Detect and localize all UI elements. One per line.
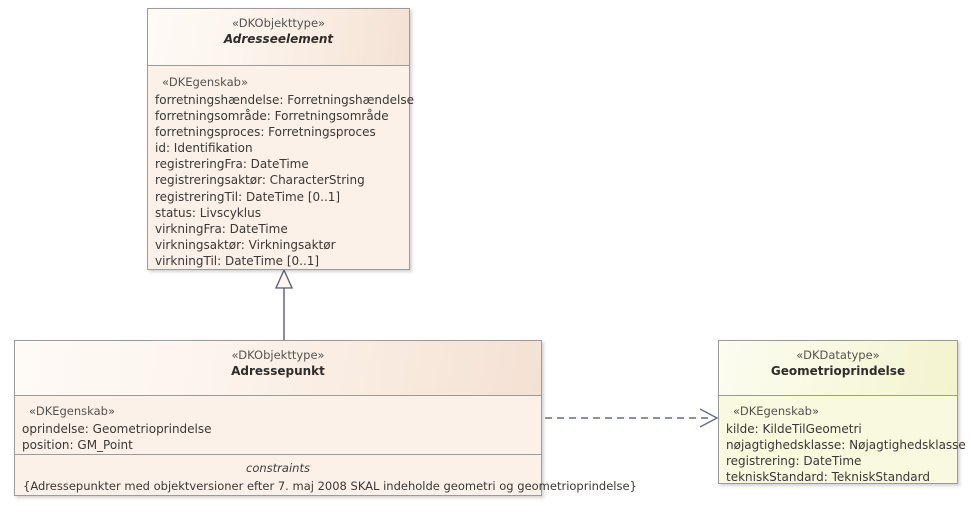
attribute-row[interactable]: virkningFra: DateTime (155, 221, 288, 236)
attributes-stereotype: «DKEgenskab» (29, 404, 115, 418)
attribute-row[interactable]: tekniskStandard: TekniskStandard (726, 470, 930, 485)
class-stereotype: «DKObjekttype» (231, 348, 325, 362)
generalization-connector[interactable] (274, 268, 294, 340)
attribute-row[interactable]: forretningshændelse: Forretningshændelse (155, 93, 414, 107)
class-header-adressepunkt: «DKObjekttype» Adressepunkt (15, 341, 541, 396)
class-header-adresseelement: «DKObjekttype» Adresseelement (148, 9, 409, 66)
class-stereotype: «DKDatatype» (796, 348, 880, 362)
attribute-row[interactable]: kilde: KildeTilGeometri (726, 422, 862, 436)
uml-class-adressepunkt[interactable]: «DKObjekttype» Adressepunkt «DKEgenskab»… (14, 340, 637, 496)
attribute-row[interactable]: virkningsaktør: Virkningsaktør (155, 237, 336, 252)
attribute-row[interactable]: forretningsområde: Forretningsområde (155, 109, 389, 124)
attribute-row[interactable]: nøjagtighedsklasse: Nøjagtighedsklasse (726, 438, 966, 453)
attributes-compartment-adresseelement: «DKEgenskab» forretningshændelse: Forret… (148, 66, 414, 276)
attribute-row[interactable]: id: Identifikation (155, 141, 253, 156)
class-name: Adresseelement (223, 32, 334, 46)
attribute-row[interactable]: registreringFra: DateTime (155, 157, 309, 172)
attribute-row[interactable]: registreringTil: DateTime [0..1] (155, 189, 341, 204)
uml-class-adresseelement[interactable]: «DKObjekttype» Adresseelement «DKEgenska… (147, 8, 414, 270)
class-name: Adressepunkt (231, 364, 325, 378)
attribute-row[interactable]: oprindelse: Geometrioprindelse (22, 422, 212, 436)
attributes-stereotype: «DKEgenskab» (733, 404, 819, 418)
dependency-connector[interactable] (527, 408, 719, 428)
dependency-open-arrowhead (699, 408, 719, 428)
attributes-compartment-adressepunkt: «DKEgenskab» oprindelse: Geometrioprinde… (15, 396, 541, 454)
attribute-row[interactable]: position: GM_Point (22, 438, 133, 453)
class-header-geometrioprindelse: «DKDatatype» Geometrioprindelse (719, 341, 957, 396)
constraints-label: constraints (246, 461, 310, 475)
attribute-row[interactable]: registreringsaktør: CharacterString (155, 173, 365, 188)
attribute-row[interactable]: virkningTil: DateTime [0..1] (155, 253, 320, 268)
constraint-row[interactable]: {Adressepunkter med objektversioner efte… (23, 479, 637, 493)
attribute-row[interactable]: registrering: DateTime (726, 454, 862, 469)
attributes-compartment-geometrioprindelse: «DKEgenskab» kilde: KildeTilGeometri nøj… (719, 396, 966, 492)
attribute-row[interactable]: forretningsproces: Forretningsproces (155, 125, 376, 140)
class-name: Geometrioprindelse (770, 364, 906, 378)
attributes-stereotype: «DKEgenskab» (162, 75, 248, 89)
uml-class-geometrioprindelse[interactable]: «DKDatatype» Geometrioprindelse «DKEgens… (718, 340, 966, 484)
attribute-row[interactable]: status: Livscyklus (155, 205, 261, 220)
class-stereotype: «DKObjekttype» (231, 16, 326, 30)
constraints-compartment-adressepunkt: constraints {Adressepunkter med objektve… (15, 454, 637, 500)
